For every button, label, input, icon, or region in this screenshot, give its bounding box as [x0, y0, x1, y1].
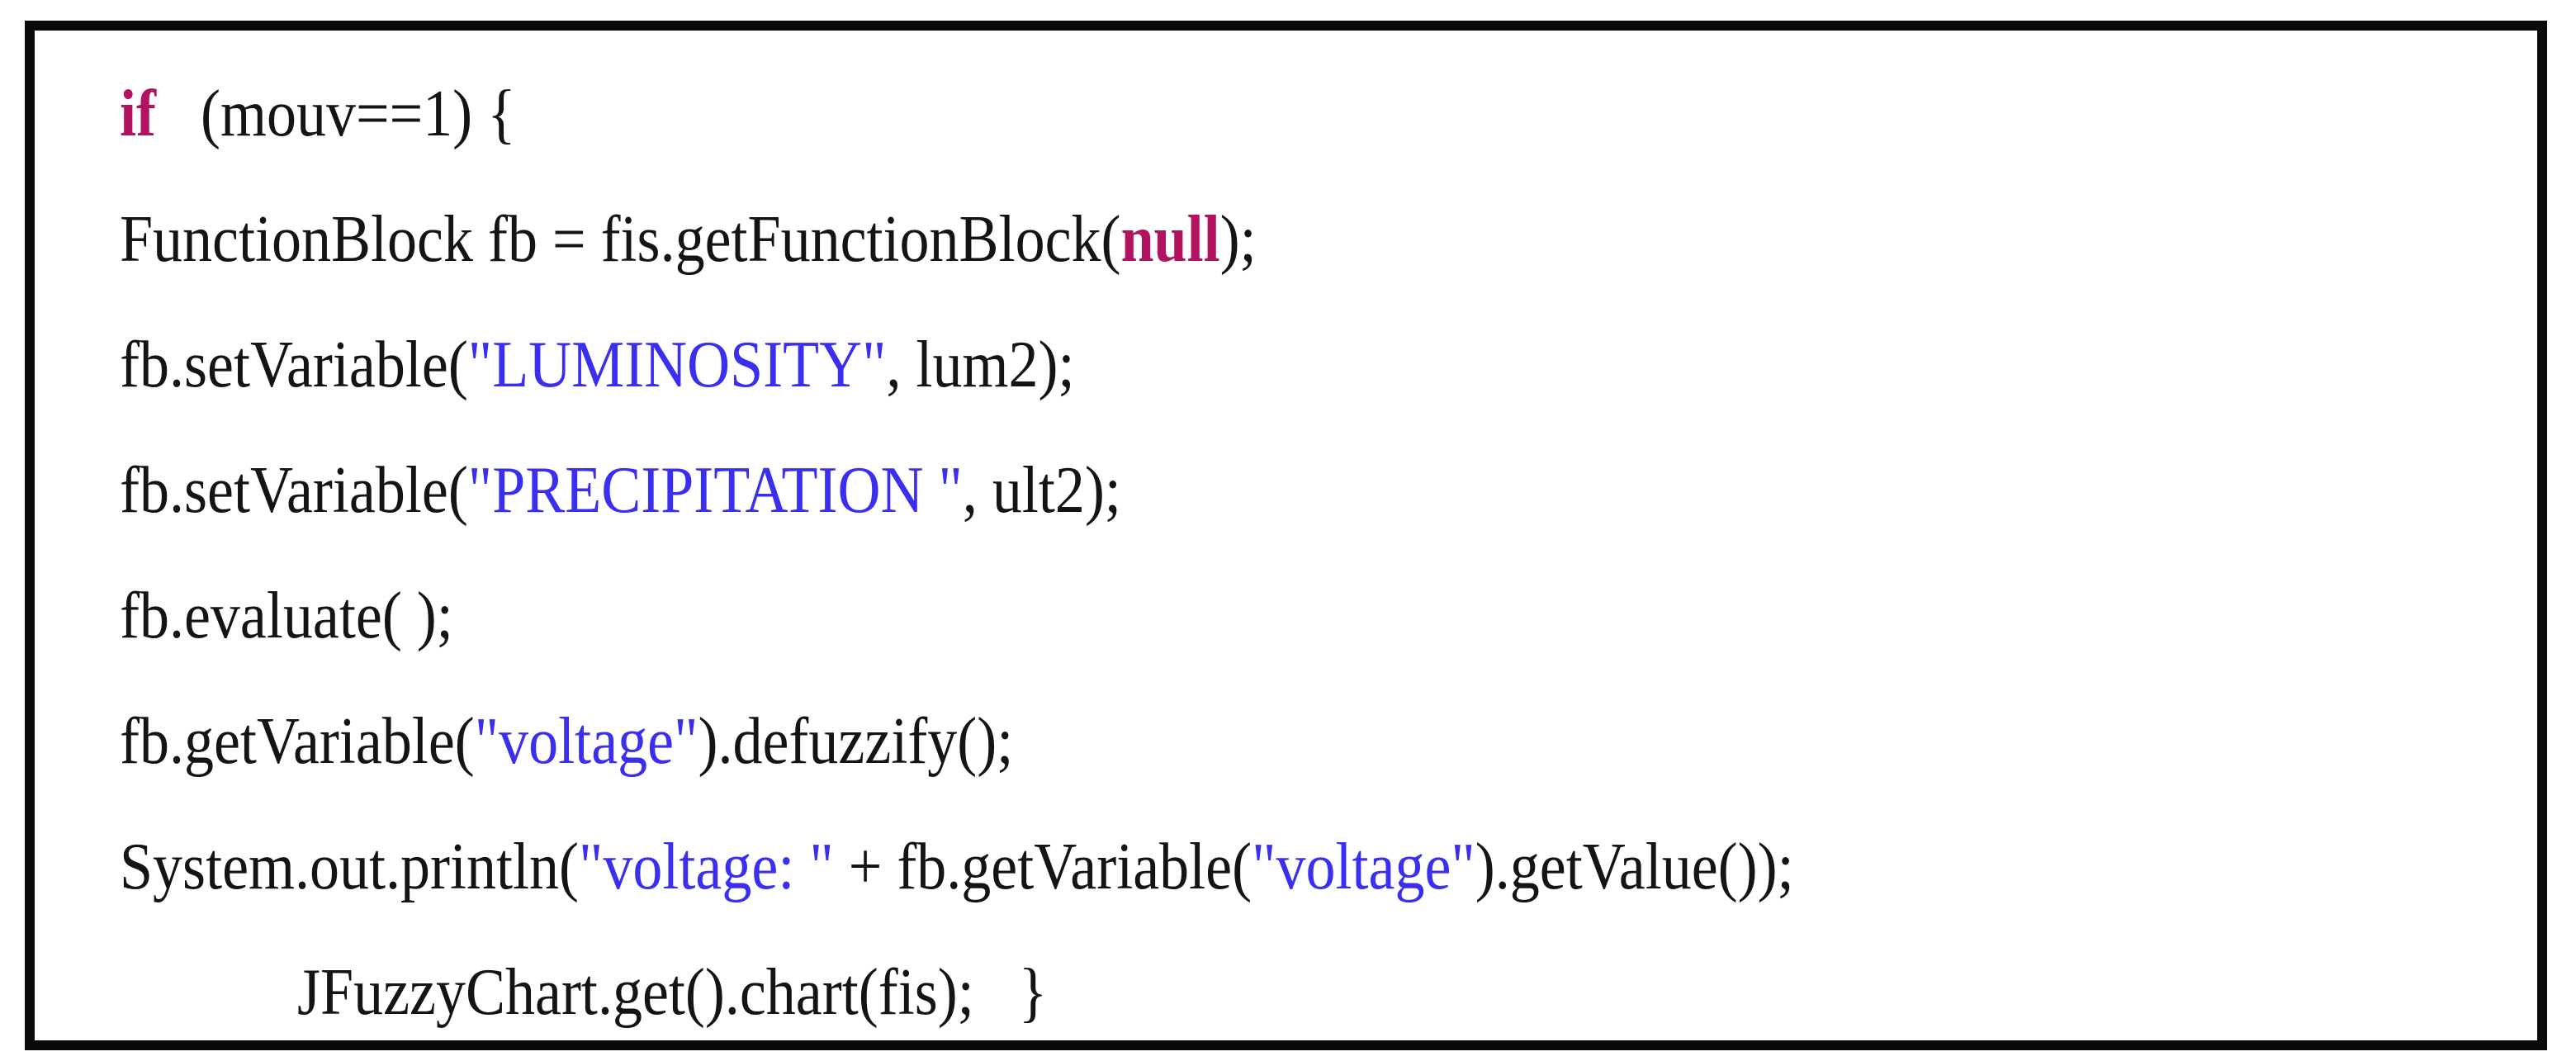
- code-line-defuzzify: fb.getVariable("voltage").defuzzify();: [120, 679, 2521, 804]
- code-token: ).getValue());: [1475, 831, 1794, 903]
- code-line-jfuzzychart: JFuzzyChart.get().chart(fis); }: [120, 930, 2521, 1040]
- code-token: );: [1219, 203, 1257, 276]
- string-luminosity: "LUMINOSITY": [467, 329, 887, 401]
- code-token: ).defuzzify();: [698, 705, 1014, 778]
- code-line-println: System.out.println("voltage: " + fb.getV…: [120, 804, 2521, 930]
- code-line-if: if (mouv==1) {: [120, 51, 2521, 177]
- code-line-content: System.out.println("voltage: " + fb.getV…: [120, 804, 1794, 930]
- code-line-content: if (mouv==1) {: [120, 51, 516, 177]
- string-voltage: "voltage": [474, 705, 698, 778]
- code-line-set-precipitation: fb.setVariable("PRECIPITATION ", ult2);: [120, 428, 2521, 553]
- string-precipitation: "PRECIPITATION ": [467, 454, 963, 527]
- code-line-content: fb.setVariable("PRECIPITATION ", ult2);: [120, 428, 1121, 553]
- code-frame: if (mouv==1) { FunctionBlock fb = fis.ge…: [25, 21, 2547, 1050]
- code-token: fb.setVariable(: [120, 454, 468, 527]
- code-line-set-luminosity: fb.setVariable("LUMINOSITY", lum2);: [120, 302, 2521, 428]
- string-voltage-label: "voltage: ": [579, 831, 834, 903]
- code-token: , lum2);: [886, 329, 1075, 401]
- code-token: FunctionBlock fb = fis.getFunctionBlock(: [120, 203, 1121, 276]
- code-line-content: fb.evaluate( );: [120, 553, 453, 679]
- keyword-null: null: [1120, 203, 1220, 276]
- code-token: (mouv==1) {: [155, 78, 516, 150]
- code-token: System.out.println(: [120, 831, 580, 903]
- code-line-content: JFuzzyChart.get().chart(fis); }: [297, 930, 1048, 1040]
- keyword-if: if: [120, 78, 156, 150]
- code-line-content: fb.setVariable("LUMINOSITY", lum2);: [120, 302, 1075, 428]
- code-token: fb.evaluate( );: [120, 580, 453, 652]
- code-line-content: fb.getVariable("voltage").defuzzify();: [120, 679, 1013, 804]
- code-token: JFuzzyChart.get().chart(fis); }: [297, 956, 1048, 1029]
- code-line-functionblock: FunctionBlock fb = fis.getFunctionBlock(…: [120, 177, 2521, 302]
- string-voltage: "voltage": [1252, 831, 1475, 903]
- code-block: if (mouv==1) { FunctionBlock fb = fis.ge…: [35, 31, 2537, 1040]
- code-token: , ult2);: [962, 454, 1121, 527]
- code-token: fb.getVariable(: [120, 705, 475, 778]
- code-token: + fb.getVariable(: [833, 831, 1252, 903]
- code-line-evaluate: fb.evaluate( );: [120, 553, 2521, 679]
- code-line-content: FunctionBlock fb = fis.getFunctionBlock(…: [120, 177, 1257, 302]
- code-token: fb.setVariable(: [120, 329, 468, 401]
